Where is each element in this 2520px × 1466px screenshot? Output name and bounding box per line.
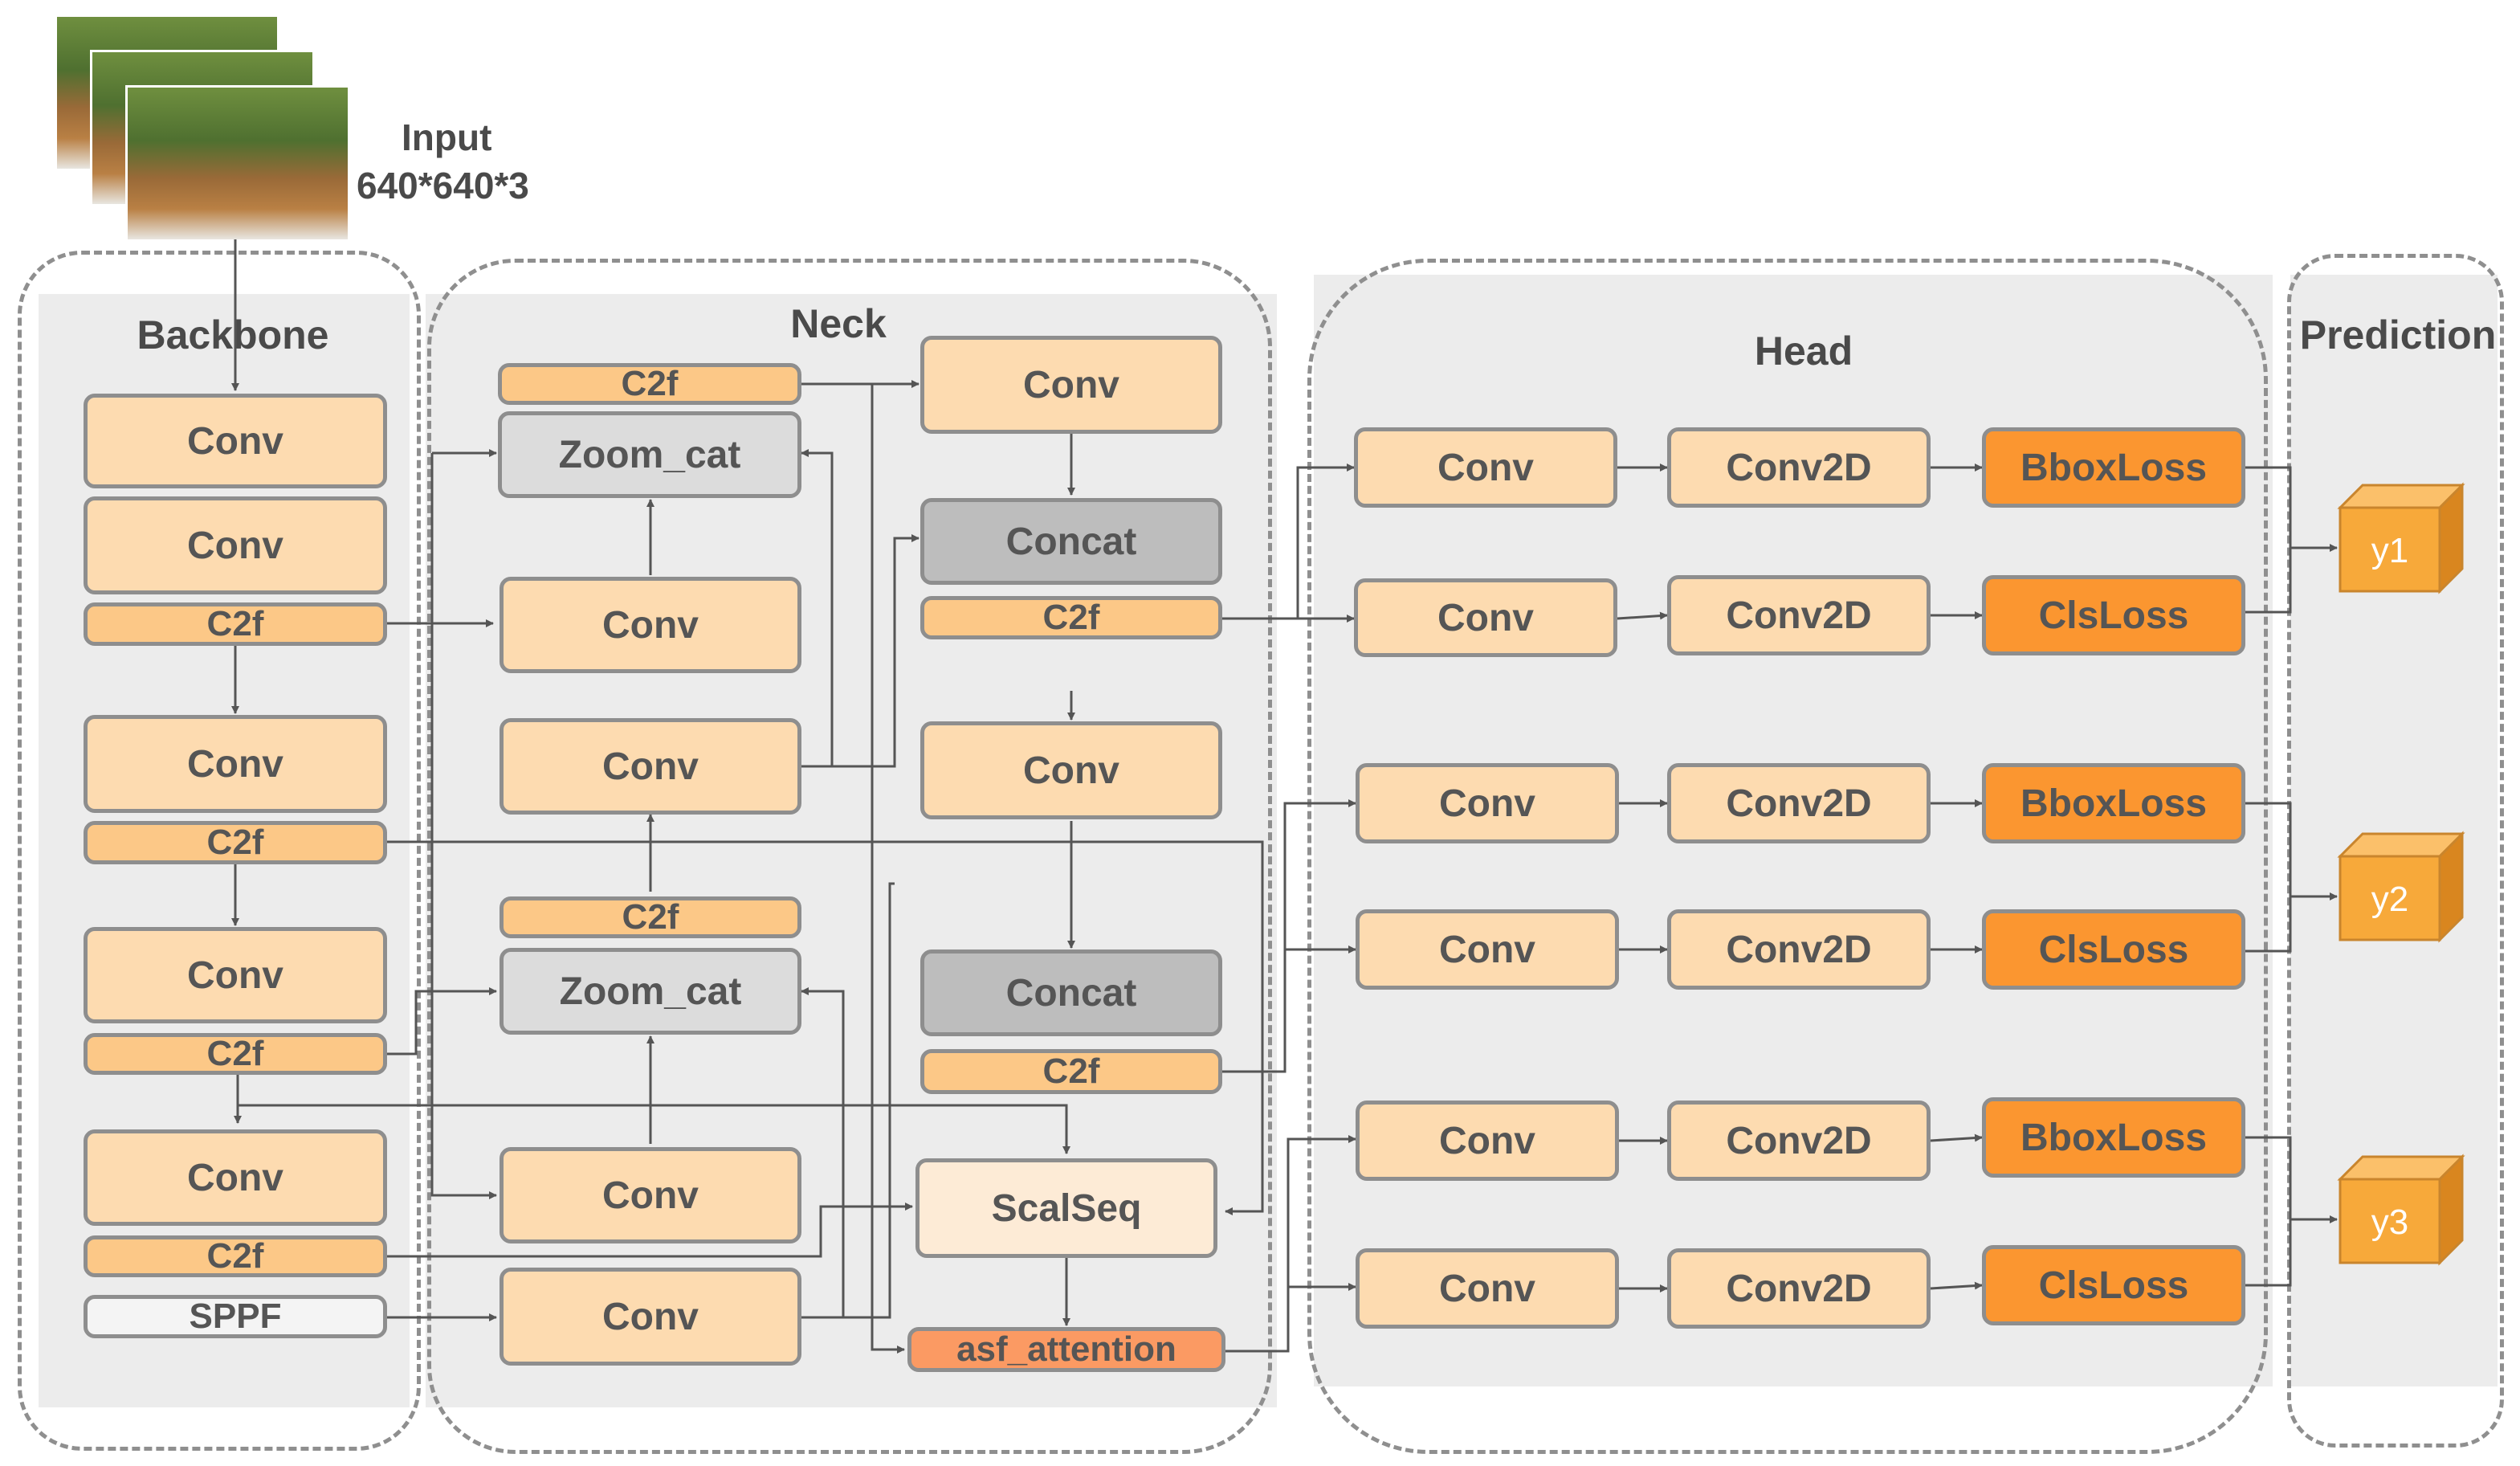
head-conv-5: Conv xyxy=(1356,1101,1619,1181)
backbone-conv-1: Conv xyxy=(84,394,387,488)
neck-panel xyxy=(427,259,1272,1454)
head-conv2d-5: Conv2D xyxy=(1667,1101,1931,1181)
head-title: Head xyxy=(1754,329,1853,374)
backbone-conv-4: Conv xyxy=(84,927,387,1023)
backbone-c2f-4: C2f xyxy=(84,1235,387,1277)
prediction-y1-label: y1 xyxy=(2371,531,2408,570)
head-conv2d-2: Conv2D xyxy=(1667,575,1931,655)
input-label: Input xyxy=(402,116,492,158)
neck-c2f-mid: C2f xyxy=(500,896,801,938)
backbone-conv-5: Conv xyxy=(84,1129,387,1226)
head-conv-6: Conv xyxy=(1356,1248,1619,1329)
head-conv2d-6: Conv2D xyxy=(1667,1248,1931,1329)
head-conv-2: Conv xyxy=(1354,578,1617,657)
head-clsloss-2: ClsLoss xyxy=(1982,909,2245,990)
neck-c2f-r1: C2f xyxy=(920,596,1222,639)
backbone-c2f-1: C2f xyxy=(84,602,387,646)
backbone-conv-2: Conv xyxy=(84,496,387,594)
neck-c2f-top: C2f xyxy=(498,363,801,405)
head-conv-1: Conv xyxy=(1354,427,1617,508)
neck-zoom-cat-1: Zoom_cat xyxy=(498,411,801,498)
head-conv2d-3: Conv2D xyxy=(1667,763,1931,843)
neck-concat-1: Concat xyxy=(920,498,1222,585)
neck-c2f-r2: C2f xyxy=(920,1049,1222,1094)
neck-conv-r1: Conv xyxy=(920,336,1222,434)
prediction-y3-label: y3 xyxy=(2371,1203,2408,1242)
prediction-cube-y2: y2 xyxy=(2337,831,2465,943)
prediction-cube-y3: y3 xyxy=(2337,1154,2465,1266)
backbone-c2f-3: C2f xyxy=(84,1033,387,1075)
neck-conv-a: Conv xyxy=(500,577,801,673)
head-bboxloss-1: BboxLoss xyxy=(1982,427,2245,508)
backbone-panel xyxy=(18,251,421,1451)
head-bboxloss-2: BboxLoss xyxy=(1982,763,2245,843)
head-clsloss-1: ClsLoss xyxy=(1982,575,2245,655)
neck-concat-2: Concat xyxy=(920,949,1222,1036)
neck-title: Neck xyxy=(790,301,887,346)
backbone-c2f-2: C2f xyxy=(84,821,387,864)
neck-asf-attention: asf_attention xyxy=(907,1327,1225,1372)
input-image-front xyxy=(125,85,350,242)
neck-conv-c: Conv xyxy=(500,1147,801,1243)
prediction-title: Prediction xyxy=(2299,312,2497,357)
head-conv2d-4: Conv2D xyxy=(1667,909,1931,990)
head-panel xyxy=(1307,259,2268,1454)
head-conv2d-1: Conv2D xyxy=(1667,427,1931,508)
prediction-y2-label: y2 xyxy=(2371,880,2408,919)
neck-zoom-cat-2: Zoom_cat xyxy=(500,948,801,1035)
neck-conv-r2: Conv xyxy=(920,721,1222,819)
backbone-title: Backbone xyxy=(137,312,329,357)
head-conv-4: Conv xyxy=(1356,909,1619,990)
neck-scalseq: ScalSeq xyxy=(915,1158,1217,1258)
neck-conv-b: Conv xyxy=(500,718,801,815)
prediction-cube-y1: y1 xyxy=(2337,482,2465,594)
input-size: 640*640*3 xyxy=(357,165,529,206)
neck-conv-d: Conv xyxy=(500,1268,801,1366)
backbone-conv-3: Conv xyxy=(84,715,387,813)
head-clsloss-3: ClsLoss xyxy=(1982,1245,2245,1325)
backbone-sppf: SPPF xyxy=(84,1295,387,1338)
head-bboxloss-3: BboxLoss xyxy=(1982,1097,2245,1178)
head-conv-3: Conv xyxy=(1356,763,1619,843)
